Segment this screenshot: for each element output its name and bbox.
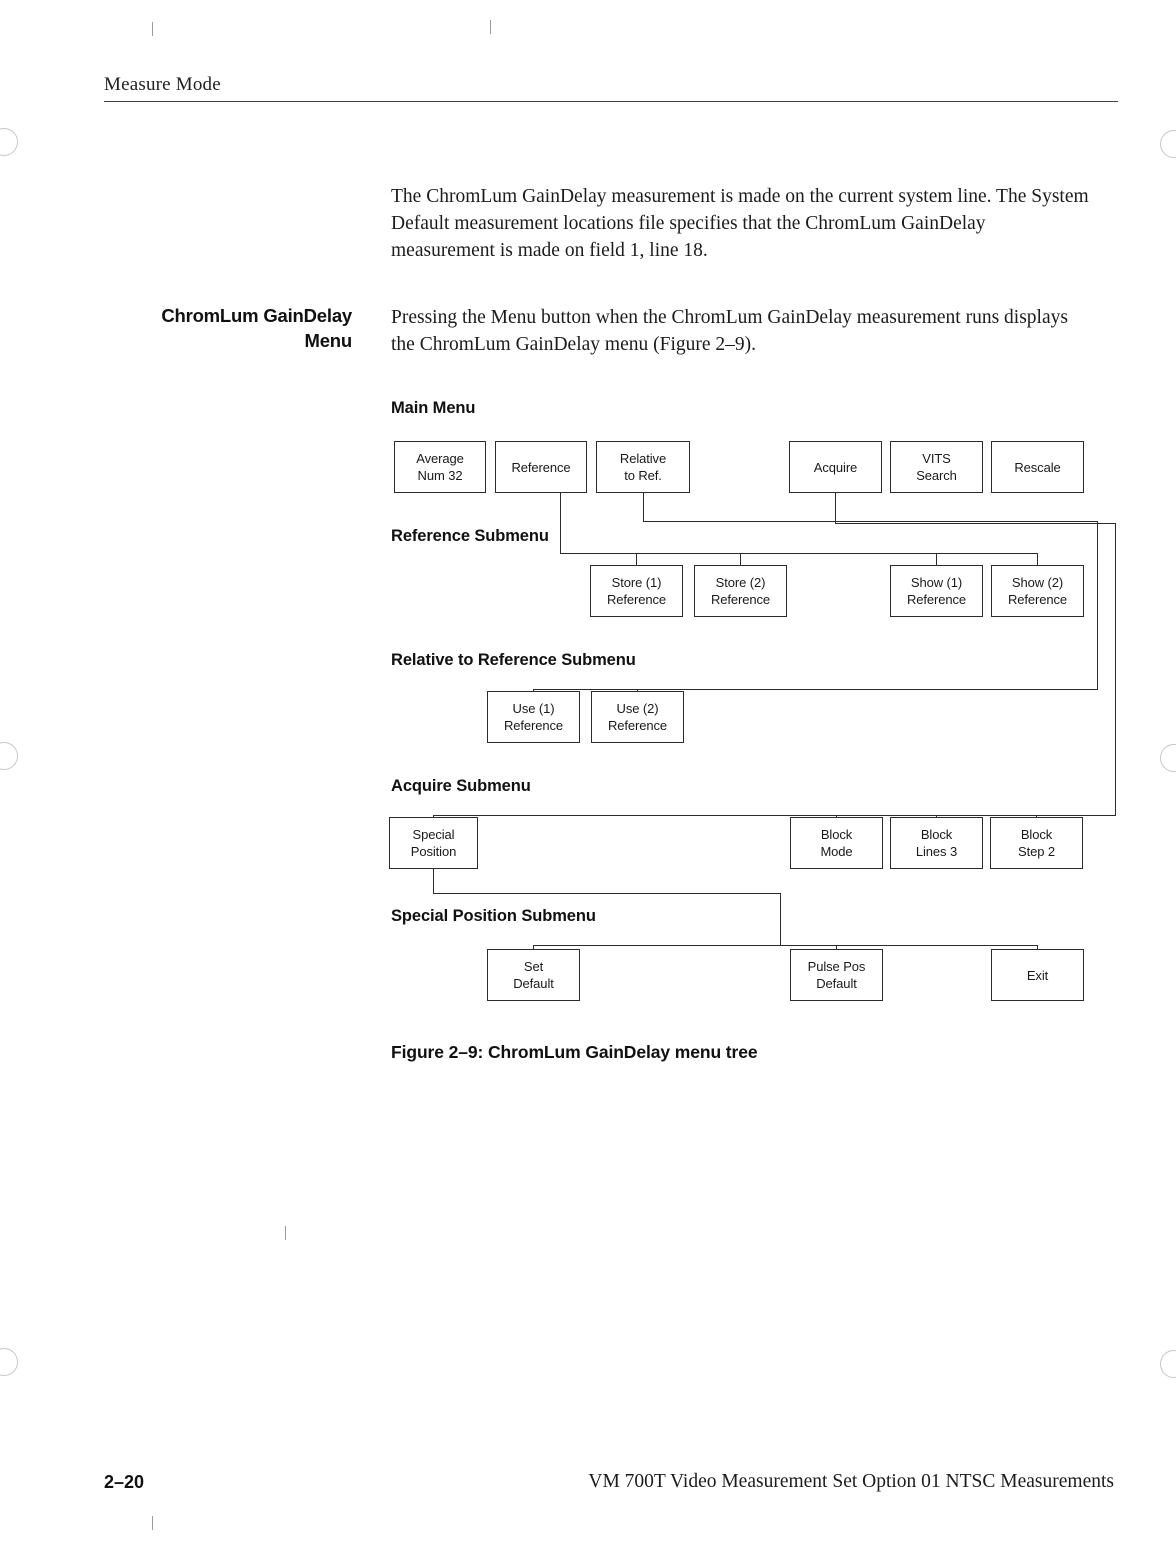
connector [643,521,1098,522]
menu-node-use-2[interactable]: Use (2) Reference [591,691,684,743]
menu-node-set-default[interactable]: Set Default [487,949,580,1001]
connector [835,523,1116,524]
menu-node-store-1[interactable]: Store (1) Reference [590,565,683,617]
menu-node-block-mode-line1: Block [820,827,853,842]
menu-node-acquire-line1: Acquire [813,459,858,475]
menu-node-use1-line1: Use (1) [512,701,555,716]
menu-node-special-line2: Position [410,844,457,859]
running-head: Measure Mode [104,74,221,95]
menu-node-pulse-pos-line2: Default [816,976,857,991]
connector [1115,523,1116,815]
footer-title: VM 700T Video Measurement Set Option 01 … [588,1471,1114,1492]
menu-node-block-step[interactable]: Block Step 2 [990,817,1083,869]
crop-mark [490,20,491,34]
connector [433,815,1116,816]
section-label-special-position: Special Position Submenu [391,907,596,925]
crop-mark [285,1226,286,1240]
menu-node-store-2[interactable]: Store (2) Reference [694,565,787,617]
menu-node-block-lines[interactable]: Block Lines 3 [890,817,983,869]
connector [835,493,836,523]
connector [560,493,561,553]
menu-node-vits-search[interactable]: VITS Search [890,441,983,493]
menu-node-average-line2: Num 32 [417,468,463,483]
menu-node-pulse-pos-line1: Pulse Pos [807,959,866,974]
menu-node-average-line1: Average [416,451,464,466]
menu-node-store2-line2: Reference [710,592,771,607]
connector [636,553,637,565]
connector [560,553,1038,554]
menu-node-set-default-line2: Default [513,976,554,991]
menu-node-vits-line2: Search [916,468,957,483]
menu-node-set-default-line1: Set [523,959,544,974]
menu-node-relative-line2: to Ref. [624,468,662,483]
connector [643,493,644,521]
menu-node-use2-line2: Reference [607,718,668,733]
menu-node-reference-line1: Reference [511,459,571,475]
menu-node-show1-line1: Show (1) [910,575,963,590]
section-label-acquire: Acquire Submenu [391,777,531,795]
menu-node-special-line1: Special [412,827,455,842]
connector [533,689,1098,690]
crop-mark [152,1516,153,1530]
connector [433,893,781,894]
menu-node-show1-line2: Reference [906,592,967,607]
menu-node-average[interactable]: Average Num 32 [394,441,486,493]
menu-node-block-mode[interactable]: Block Mode [790,817,883,869]
menu-node-block-step-line1: Block [1020,827,1053,842]
intro-paragraph: The ChromLum GainDelay measurement is ma… [391,186,1089,261]
menu-node-rescale-line1: Rescale [1014,459,1061,475]
connector [740,553,741,565]
menu-node-pulse-pos-default[interactable]: Pulse Pos Default [790,949,883,1001]
page-number: 2–20 [104,1472,145,1492]
connector [433,869,434,893]
menu-paragraph: Pressing the Menu button when the ChromL… [391,307,1068,355]
connector [1097,521,1098,689]
figure-caption: Figure 2–9: ChromLum GainDelay menu tree [391,1042,758,1062]
menu-node-use-1[interactable]: Use (1) Reference [487,691,580,743]
menu-node-exit-line1: Exit [1026,967,1049,983]
section-label-main-menu: Main Menu [391,399,476,417]
menu-node-show-2[interactable]: Show (2) Reference [991,565,1084,617]
menu-node-show2-line1: Show (2) [1011,575,1064,590]
menu-node-vits-line1: VITS [922,451,951,466]
menu-node-use2-line1: Use (2) [616,701,659,716]
menu-node-block-lines-line2: Lines 3 [915,844,958,859]
menu-node-exit[interactable]: Exit [991,949,1084,1001]
menu-node-store1-line2: Reference [606,592,667,607]
menu-node-reference[interactable]: Reference [495,441,587,493]
menu-node-block-lines-line1: Block [920,827,953,842]
section-side-head: ChromLum GainDelay Menu [100,303,352,353]
menu-node-store2-line1: Store (2) [715,575,766,590]
menu-node-rescale[interactable]: Rescale [991,441,1084,493]
menu-node-show2-line2: Reference [1007,592,1068,607]
side-head-line-1: ChromLum GainDelay [161,305,352,326]
menu-node-relative-to-ref[interactable]: Relative to Ref. [596,441,690,493]
menu-node-use1-line2: Reference [503,718,564,733]
menu-node-acquire[interactable]: Acquire [789,441,882,493]
menu-node-relative-line1: Relative [619,451,667,466]
connector [1037,553,1038,565]
menu-node-show-1[interactable]: Show (1) Reference [890,565,983,617]
menu-node-block-step-line2: Step 2 [1018,844,1055,859]
menu-node-block-mode-line2: Mode [820,844,853,859]
crop-mark [152,22,153,36]
menu-node-store1-line1: Store (1) [611,575,662,590]
connector [936,553,937,565]
side-head-line-2: Menu [304,330,352,351]
connector [533,945,1038,946]
section-label-reference: Reference Submenu [391,527,549,545]
section-label-relative: Relative to Reference Submenu [391,651,636,669]
connector [780,893,781,945]
header-rule [104,101,1118,102]
menu-node-special-position[interactable]: Special Position [389,817,478,869]
